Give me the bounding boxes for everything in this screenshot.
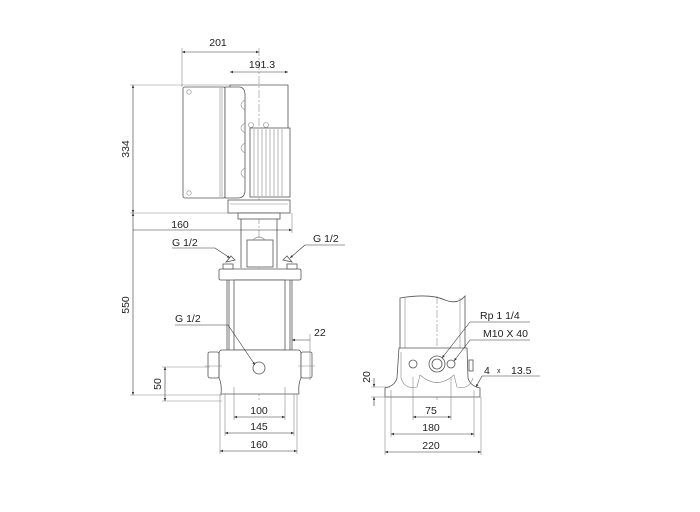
dimensions-side: Rp 1 1/4 M10 X 40 4 x 13.5 20 75 180 220	[361, 310, 540, 455]
pump-body	[205, 263, 315, 395]
label-vent-left: G 1/2	[172, 237, 198, 249]
label-holes-x: x	[497, 368, 501, 375]
dim-160-motor: 160	[171, 219, 189, 231]
dim-75: 75	[425, 405, 437, 417]
base	[384, 347, 481, 398]
dim-22: 22	[314, 327, 326, 339]
dim-100: 100	[250, 405, 268, 417]
dim-220: 220	[422, 440, 440, 452]
dim-20: 20	[361, 371, 373, 383]
dim-145: 145	[250, 421, 268, 433]
dimensions-front: 201 191.3 334 550 160 G 1/2 G 1/2 G 1/2 …	[120, 37, 345, 454]
front-view: 201 191.3 334 550 160 G 1/2 G 1/2 G 1/2 …	[120, 37, 345, 454]
label-vent-right: G 1/2	[313, 233, 339, 245]
motor	[227, 84, 291, 214]
dim-550: 550	[120, 296, 132, 314]
label-holes-count: 4	[484, 365, 490, 377]
dim-201: 201	[209, 37, 227, 49]
dim-160-base: 160	[250, 439, 268, 451]
dim-191-3: 191.3	[249, 59, 275, 71]
label-drain: G 1/2	[175, 313, 201, 325]
label-bolts: M10 X 40	[483, 328, 528, 340]
dim-180: 180	[422, 422, 440, 434]
label-port: Rp 1 1/4	[480, 310, 520, 322]
coupling	[224, 212, 294, 268]
control-box	[182, 86, 246, 199]
dim-334: 334	[120, 140, 132, 158]
dim-50: 50	[152, 378, 164, 390]
drain-port	[252, 361, 266, 375]
side-view: Rp 1 1/4 M10 X 40 4 x 13.5 20 75 180 220	[361, 294, 540, 455]
label-holes-size: 13.5	[511, 365, 532, 377]
